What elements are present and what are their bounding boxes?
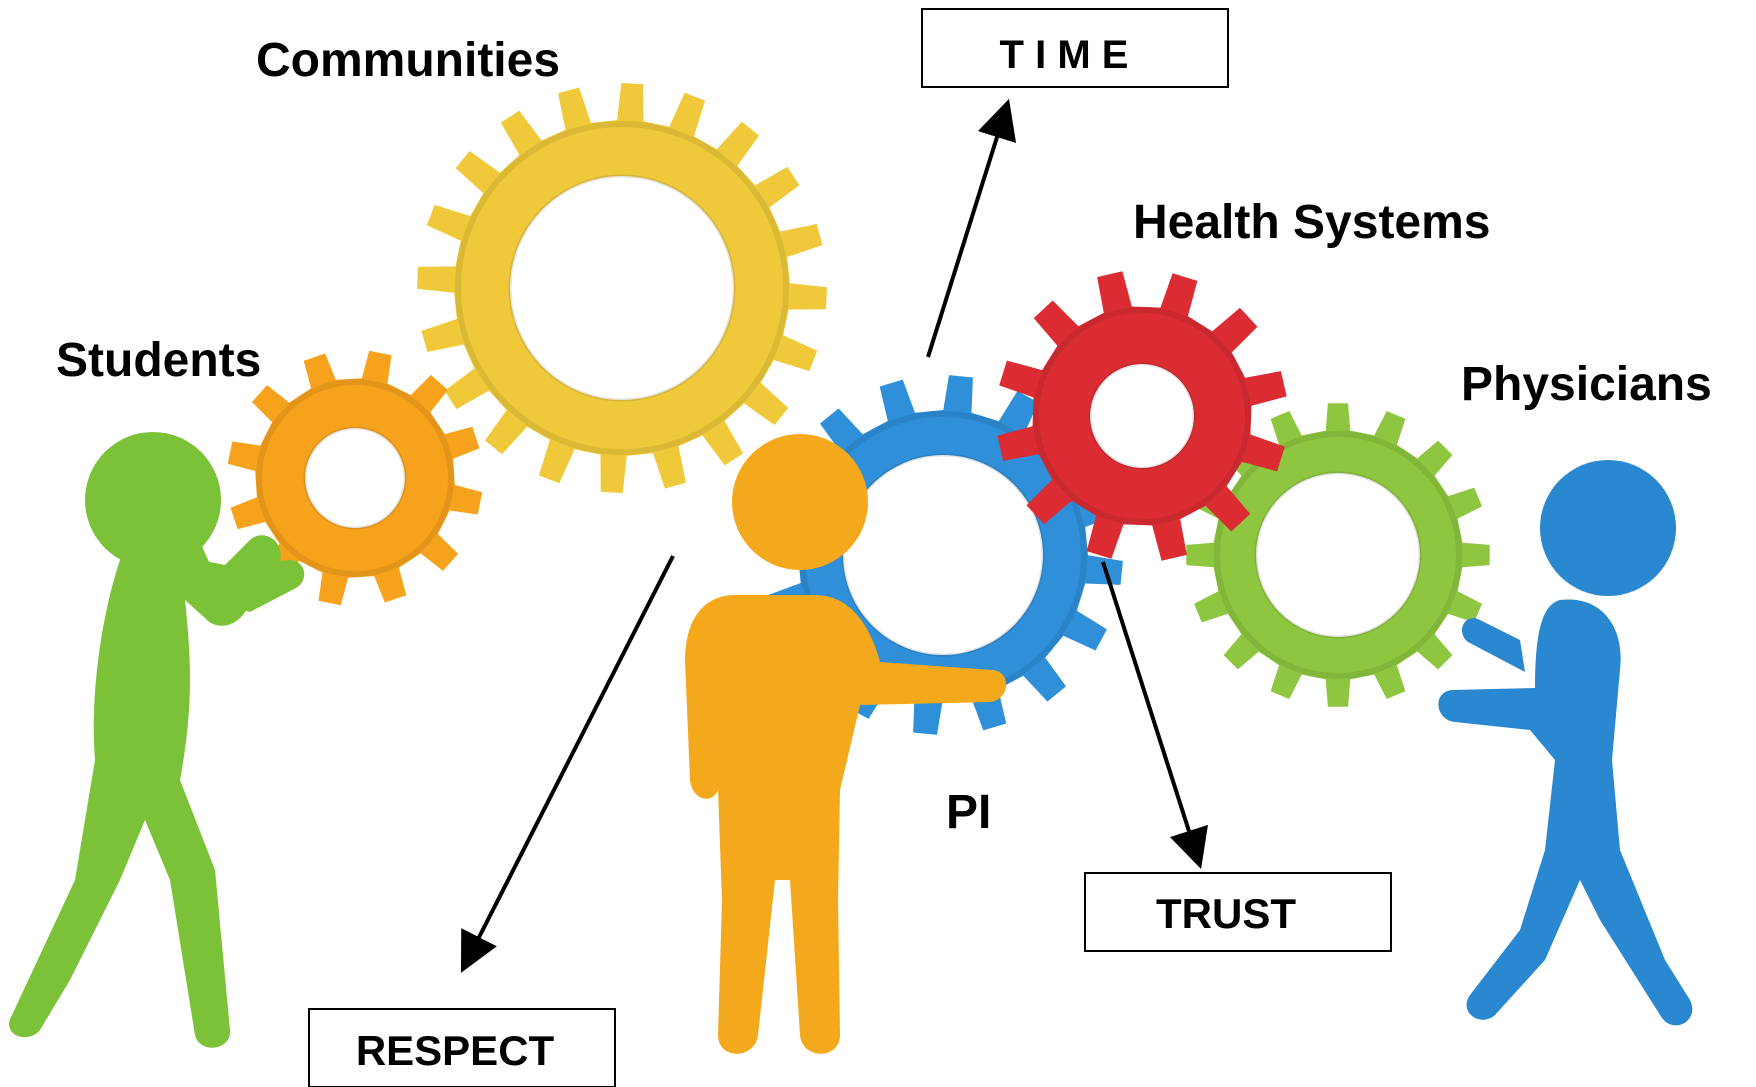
health-systems-gear [997,271,1287,561]
physicians-gear [1186,403,1490,707]
orange-figure [685,434,1007,1054]
blue-figure [1438,460,1693,1026]
trust-box: TRUST [1084,872,1392,952]
communities-label: Communities [256,34,560,87]
physicians-label: Physicians [1461,358,1712,411]
arrow-to-time [926,98,1017,358]
respect-box-label: RESPECT [356,1027,555,1074]
arrow-to-respect [460,555,675,973]
time-box: T I M E [921,8,1229,88]
respect-box: RESPECT [308,1008,616,1087]
students-gear [227,350,483,606]
pi-label: PI [946,786,991,839]
students-label: Students [56,334,261,387]
time-box-label: T I M E [1000,33,1129,77]
green-figure [9,432,305,1048]
health-systems-label: Health Systems [1133,196,1491,249]
arrow-to-trust [1101,561,1208,870]
trust-box-label: TRUST [1156,890,1296,937]
communities-gear [417,83,827,493]
